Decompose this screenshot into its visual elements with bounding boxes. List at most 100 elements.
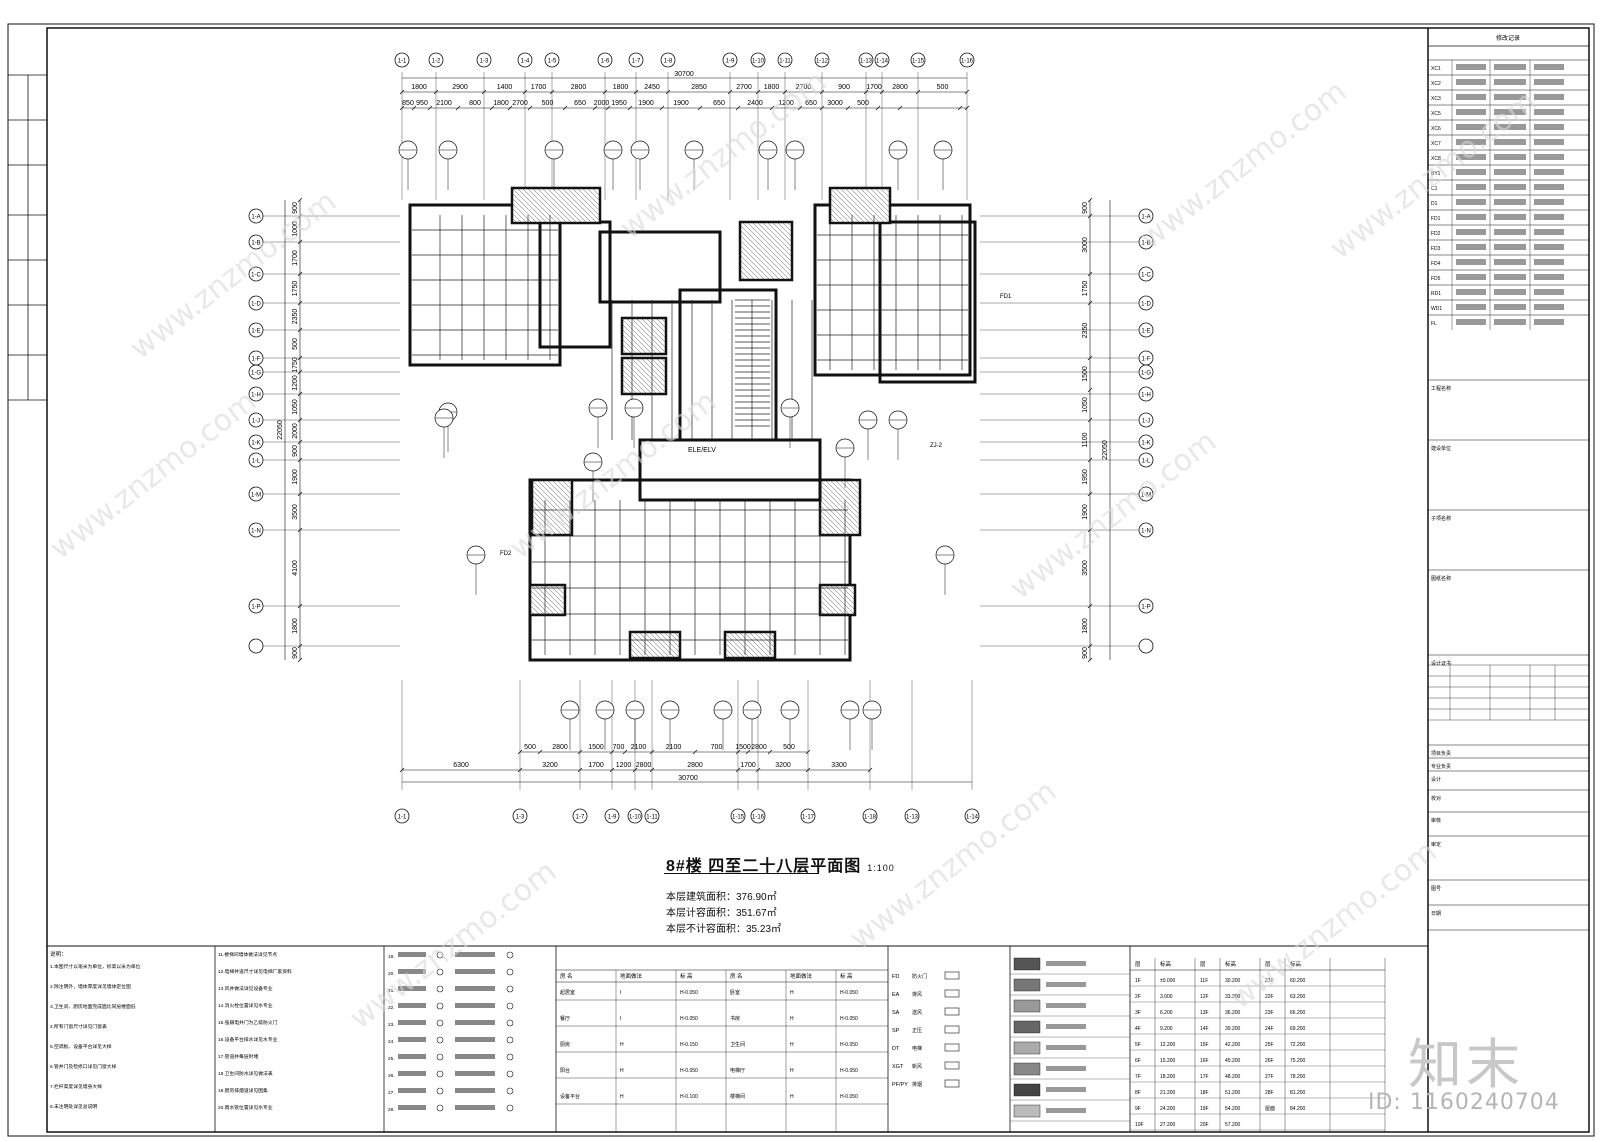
legend-cell: H-0.050 [680,990,698,996]
legend-cell: H-0.050 [840,1068,858,1074]
tb-cell-text [1494,64,1526,70]
dim-text: 1750 [292,357,299,373]
axis-label: 1-B [1141,241,1150,247]
dim-text: 700 [711,744,723,751]
elev-cell: 12F [1200,994,1209,1000]
axis-label: 1-A [251,215,260,221]
dim-text: 2800 [571,84,587,91]
symbol-box [944,971,960,980]
tb-row-code: XC8 [1431,156,1441,162]
fd-label: FD1 [1000,294,1012,300]
elev-cell: 81.200 [1290,1090,1306,1096]
note-num: 27. [388,1090,395,1096]
hatch-line [771,221,793,243]
dim-tick [1087,197,1093,203]
elev-cell: 36.200 [1225,1010,1241,1016]
axis-label: 1-C [251,273,261,279]
hatch-line [739,244,776,281]
symbol-code: SA [892,1010,900,1016]
hatch-line [621,383,633,395]
hatch-line [531,529,538,536]
dim-text: 4100 [292,560,299,576]
tb-cell-text [1494,244,1526,250]
dim-tick [297,239,303,245]
axis-circle [874,52,890,68]
tb-cell-text [1534,319,1564,325]
symbol-box [944,1007,960,1016]
tb-cell-text [1494,304,1526,310]
tb-header: 修改记录 [1496,34,1520,42]
axis-bubble: 1-10 [750,52,766,68]
axis-circle [660,52,676,68]
dim-tick [897,105,903,111]
hatch-line [629,632,656,659]
dim-tick [1087,643,1093,649]
hatch-line [536,187,573,224]
symbol-desc: 电梯 [912,1045,922,1052]
hatch-line [756,221,793,258]
hatch-line [655,317,667,329]
area-line-3: 本层不计容面积：35.23㎡ [666,924,782,935]
hatch-line [534,584,566,616]
hatch-line [635,317,667,349]
dim-text: 1900 [292,469,299,485]
axis-label: 1-K [1141,441,1150,447]
material-swatch [1013,1083,1041,1097]
note-symbol [506,951,514,959]
hatch-line [531,499,568,536]
axis-label: 1-11 [779,59,791,65]
dim-tick [517,749,523,755]
dim-text: 2350 [292,309,299,325]
hatch-line [529,589,556,616]
overall-dim-text-b: 30700 [678,775,698,782]
hatch-line [849,584,856,591]
elev-cell: 2F [1135,994,1141,1000]
hatch-line [546,187,583,224]
dim-text: 900 [292,647,299,659]
dim-tick [665,89,671,95]
overall-dim-text: 30700 [674,71,694,78]
note-symbol [436,985,444,993]
site-watermark: www.znzmo.com [1223,834,1443,1016]
hatch-line [879,187,891,199]
notes-title: 说明： [50,950,67,958]
elev-cell: 22F [1265,994,1274,1000]
hatch-line [554,584,566,596]
tb-cell-text [1534,154,1564,160]
site-watermark: www.znzmo.com [1133,74,1353,256]
axis-label: 1-N [1141,529,1151,535]
hatch-line [859,187,891,219]
lower-right-balcony [818,478,862,537]
hatch-line [511,202,533,224]
axis-circle [248,486,264,502]
legend-header: 地面做法 [790,972,813,980]
note-num: 19. [388,954,395,960]
hatch-line [648,631,676,659]
hatch-line [621,328,648,355]
dim-text: 1950 [1082,469,1089,485]
axis-label: 1-H [251,393,261,399]
hatch-line [536,479,573,516]
site-watermark: www.znzmo.com [503,384,723,566]
dim-tick [433,89,439,95]
elev-cell: 26F [1265,1058,1274,1064]
hatch-line [591,187,601,197]
detail-callout [858,410,878,460]
axis-bubble: 1-10 [627,808,643,824]
dim-tick [592,105,598,111]
axis-bubble: 1-M [1138,486,1154,502]
hatch-line [839,187,876,224]
tb-field-label: 建设单位 [1431,445,1451,452]
dim-tick [745,749,751,755]
hatch-line [511,197,538,224]
axis-circle [1138,434,1154,450]
hatch-line [586,187,601,202]
axis-label: 1-M [1141,493,1151,499]
hatch-line [551,187,588,224]
hatch-line [650,357,667,374]
note-symbol [436,1019,444,1027]
tb-row-code: FD3 [1431,246,1441,252]
detail-callout [758,140,778,190]
